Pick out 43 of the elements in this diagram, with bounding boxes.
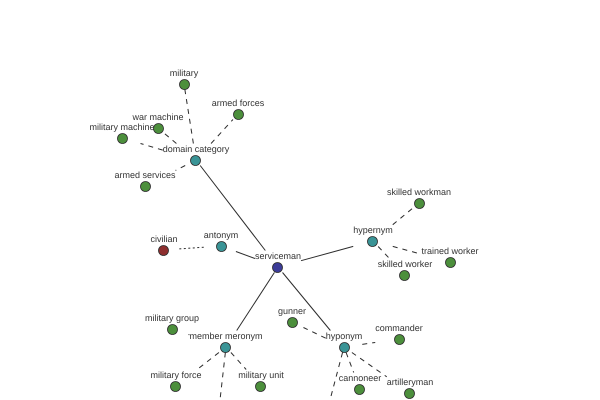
node-label: civilian <box>150 234 178 244</box>
connector-line <box>230 352 247 370</box>
node-label: skilled worker <box>378 258 432 268</box>
connector-line <box>235 251 256 260</box>
node-label: gunner <box>278 306 306 316</box>
node-label: military group <box>144 312 200 322</box>
connector-line <box>196 352 220 370</box>
connector-line <box>164 133 177 144</box>
connector-line <box>300 246 354 262</box>
connector-line <box>362 342 376 345</box>
node-label: military force <box>150 370 202 380</box>
node-label: antonym <box>204 230 238 240</box>
node-label: hypernym <box>353 224 393 234</box>
connector-line <box>200 165 266 251</box>
node-label: military <box>170 68 198 78</box>
node-label: trained worker <box>421 246 479 256</box>
node-label: hyponym <box>326 330 362 340</box>
connector-line <box>210 119 234 144</box>
connector-line <box>177 246 204 250</box>
node-label: serviceman <box>254 250 301 260</box>
connector-line <box>140 143 164 151</box>
node-label: cannoneer <box>338 372 382 382</box>
connector-line <box>351 352 388 378</box>
connector-line <box>220 352 226 400</box>
connector-line <box>282 272 331 331</box>
connector-line <box>188 334 190 336</box>
node-label: commander <box>375 322 423 332</box>
node-label: member meronym <box>189 330 262 340</box>
node-label: artilleryman <box>386 376 434 386</box>
connector-line <box>236 272 275 331</box>
connector-line <box>184 89 194 144</box>
node-label: armed forces <box>212 98 264 108</box>
connector-line <box>346 352 354 373</box>
node-label: military unit <box>238 370 284 380</box>
node-label: skilled workman <box>386 186 452 196</box>
connector-line <box>392 208 413 226</box>
node-label: military machine <box>89 122 155 132</box>
connector-line <box>175 165 186 171</box>
connector-line <box>378 246 390 259</box>
node-label: domain category <box>162 144 230 154</box>
connector-line <box>302 327 326 339</box>
node-label: war machine <box>132 112 184 122</box>
node-label: armed services <box>114 170 176 180</box>
